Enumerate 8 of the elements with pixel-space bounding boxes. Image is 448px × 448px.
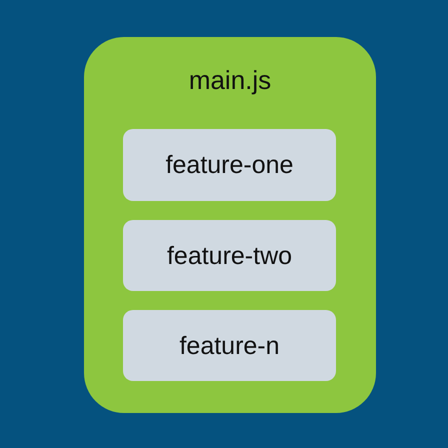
container-box — [84, 37, 376, 413]
module-label: feature-two — [166, 240, 294, 270]
module-label: feature-n — [178, 330, 281, 360]
module-box — [123, 220, 336, 291]
module-box — [123, 310, 336, 381]
module-box — [123, 129, 336, 201]
module-label: feature-one — [164, 150, 294, 180]
container-title: main.js — [188, 65, 272, 96]
